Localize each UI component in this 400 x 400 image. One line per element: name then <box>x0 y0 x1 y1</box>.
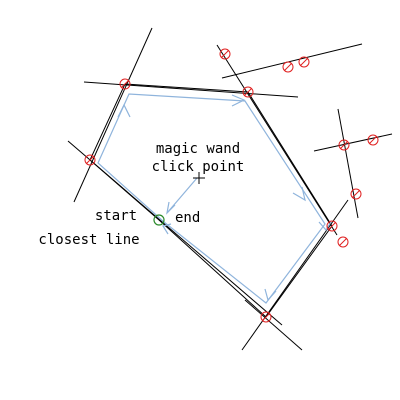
line-far-top <box>221 43 363 79</box>
intersection-marker <box>260 311 272 323</box>
intersection-marker <box>119 78 131 90</box>
traced-path-line <box>97 93 326 304</box>
line-bottom-right <box>244 299 303 351</box>
intersection-marker <box>84 154 96 166</box>
click-point-crosshair <box>193 172 205 184</box>
line-far-right-upper <box>313 133 393 152</box>
arrowhead-left <box>117 103 131 118</box>
intersection-marker <box>350 188 362 200</box>
start-end-point <box>153 214 165 226</box>
arrowhead-lower-right <box>318 221 332 232</box>
arrowhead-to-end <box>162 223 172 235</box>
intersection-marker <box>337 236 349 248</box>
intersection-marker <box>367 134 379 146</box>
intersection-marker <box>298 56 310 68</box>
intersection-marker <box>282 61 294 73</box>
traced-path <box>97 93 332 304</box>
intersection-marker <box>338 139 350 151</box>
label-end: end <box>175 210 200 226</box>
intersection-markers <box>84 48 379 323</box>
line-far-right-vertical <box>337 108 359 219</box>
construction-lines <box>67 27 393 351</box>
line-upper-left <box>73 27 153 203</box>
label-start: start <box>95 208 137 224</box>
intersection-marker <box>242 86 254 98</box>
label-click-point: click point <box>152 159 245 175</box>
label-closest-line: closest line <box>38 232 139 248</box>
line-lower-right <box>241 199 349 351</box>
click-to-line-arrowhead <box>166 201 176 215</box>
arrowhead-bottom <box>264 288 277 302</box>
arrowhead-right <box>292 186 306 202</box>
polygon-outline <box>89 83 333 318</box>
line-top <box>83 81 299 98</box>
arrowhead-top <box>231 94 246 107</box>
intersection-marker <box>326 220 338 232</box>
intersection-marker <box>219 48 231 60</box>
line-right-diagonal <box>216 44 338 236</box>
label-magic-wand: magic wand <box>156 141 240 157</box>
